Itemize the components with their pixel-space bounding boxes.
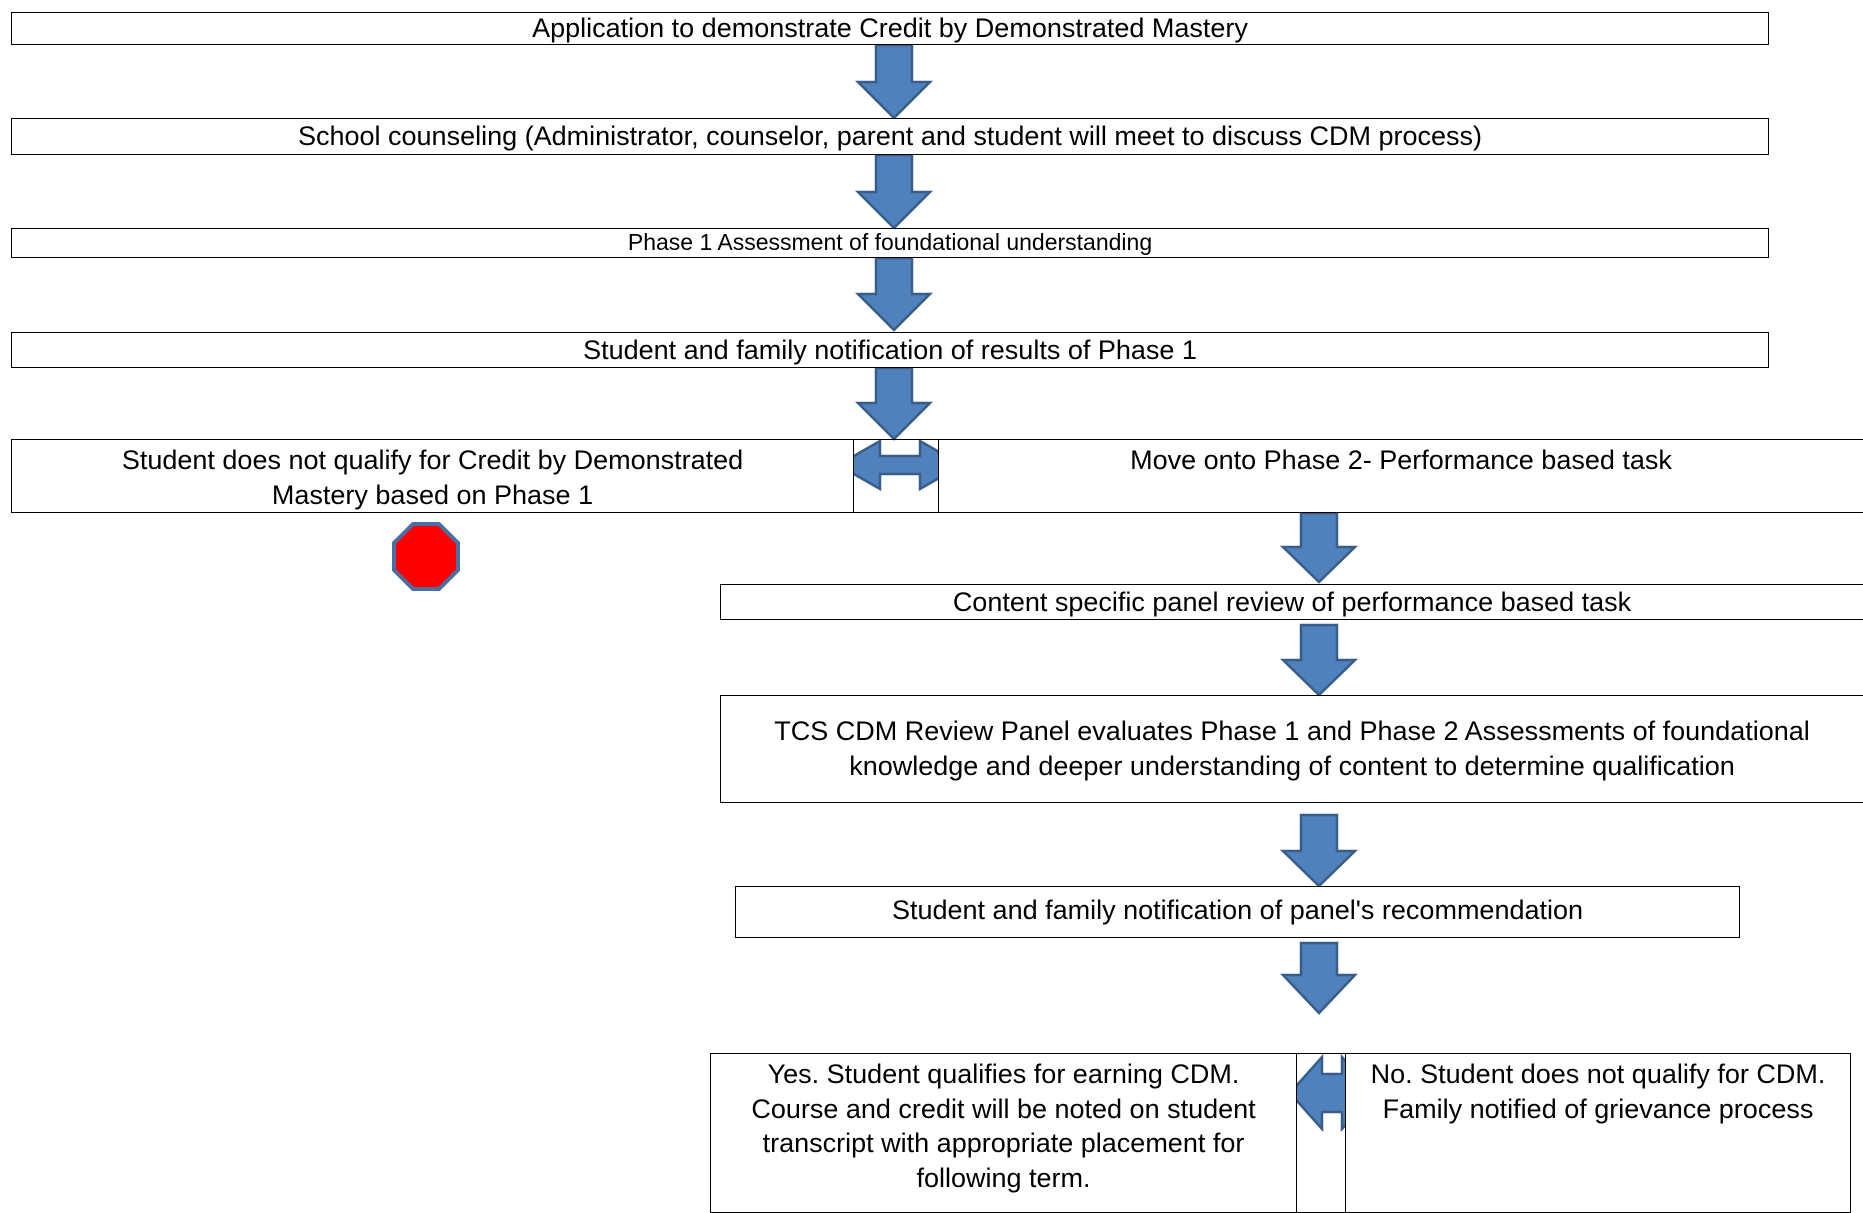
down-arrow-icon — [1279, 813, 1359, 888]
panel-review-step-text: Content specific panel review of perform… — [952, 586, 1632, 617]
phase2-outcome: Move onto Phase 2- Performance based tas… — [938, 439, 1863, 513]
application-step-text: Application to demonstrate Credit by Dem… — [532, 13, 1248, 44]
down-arrow-icon — [1279, 623, 1359, 697]
recommendation-notification-step: Student and family notification of panel… — [735, 886, 1740, 938]
not-qualify-phase1-outcome: Student does not qualify for Credit by D… — [11, 439, 854, 513]
phase1-notification-step: Student and family notification of resul… — [11, 332, 1769, 368]
down-arrow-icon — [854, 153, 934, 230]
counseling-step: School counseling (Administrator, counse… — [11, 118, 1769, 155]
yes-qualifies-outcome-text: Yes. Student qualifies for earning CDM. … — [751, 1059, 1256, 1193]
down-arrow-icon — [854, 43, 934, 120]
application-step: Application to demonstrate Credit by Dem… — [11, 12, 1769, 45]
not-qualify-phase1-outcome-text: Student does not qualify for Credit by D… — [121, 445, 744, 510]
phase1-notification-step-text: Student and family notification of resul… — [583, 334, 1197, 365]
final-connector-gap-box — [1297, 1053, 1345, 1213]
down-arrow-icon — [1280, 941, 1358, 1015]
connector-gap-box — [854, 439, 938, 513]
recommendation-notification-step-text: Student and family notification of panel… — [891, 895, 1584, 925]
down-arrow-icon — [1279, 511, 1359, 584]
phase1-assessment-step: Phase 1 Assessment of foundational under… — [11, 228, 1769, 258]
stop-sign-icon — [392, 522, 460, 591]
yes-qualifies-outcome: Yes. Student qualifies for earning CDM. … — [710, 1053, 1297, 1213]
phase1-assessment-step-text: Phase 1 Assessment of foundational under… — [627, 229, 1153, 256]
tcs-review-panel-step-text: TCS CDM Review Panel evaluates Phase 1 a… — [774, 716, 1810, 781]
down-arrow-icon — [854, 366, 934, 441]
down-arrow-icon — [854, 256, 934, 332]
tcs-review-panel-step: TCS CDM Review Panel evaluates Phase 1 a… — [720, 695, 1863, 803]
panel-review-step: Content specific panel review of perform… — [720, 584, 1863, 620]
no-qualify-outcome-text: No. Student does not qualify for CDM. Fa… — [1370, 1059, 1826, 1124]
counseling-step-text: School counseling (Administrator, counse… — [297, 121, 1483, 152]
phase2-outcome-text: Move onto Phase 2- Performance based tas… — [1130, 445, 1672, 475]
no-qualify-outcome: No. Student does not qualify for CDM. Fa… — [1345, 1053, 1851, 1213]
